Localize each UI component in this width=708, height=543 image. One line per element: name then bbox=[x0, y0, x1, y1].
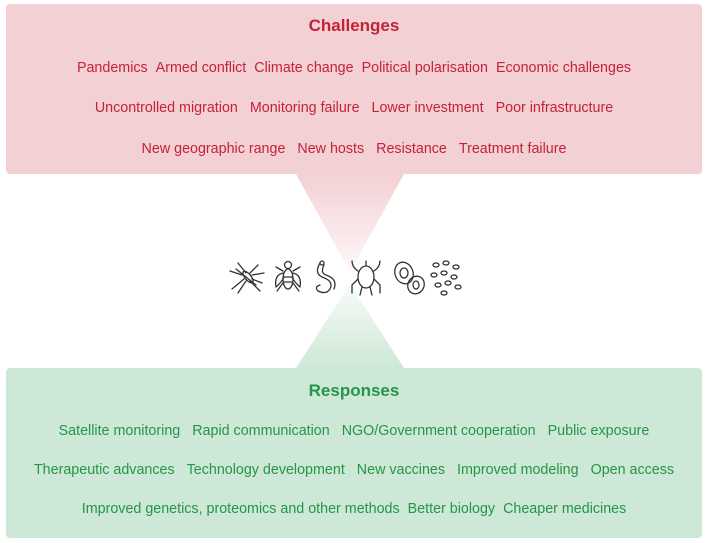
responses-row-3: Improved genetics, proteomics and other … bbox=[6, 501, 702, 517]
response-item: Improved modeling bbox=[457, 462, 579, 478]
challenge-item: Pandemics bbox=[76, 60, 148, 76]
challenges-row-2: Uncontrolled migration Monitoring failur… bbox=[6, 100, 702, 116]
challenge-item: Armed conflict bbox=[155, 60, 247, 76]
challenge-item: Poor infrastructure bbox=[495, 100, 614, 116]
responses-row-1: Satellite monitoring Rapid communication… bbox=[6, 423, 702, 439]
pathogen-icons bbox=[229, 260, 462, 296]
fly-icon bbox=[275, 260, 301, 292]
mosquito-icon bbox=[229, 262, 265, 294]
challenges-panel: Challenges Pandemics Armed conflict Clim… bbox=[6, 4, 702, 174]
response-item: Public exposure bbox=[547, 423, 650, 439]
response-item: Technology development bbox=[186, 462, 345, 478]
tick-icon bbox=[351, 260, 381, 296]
responses-panel: Responses Satellite monitoring Rapid com… bbox=[6, 368, 702, 538]
challenge-item: Uncontrolled migration bbox=[94, 100, 238, 116]
response-item: Satellite monitoring bbox=[58, 423, 181, 439]
bacteria-icon bbox=[430, 260, 462, 296]
challenge-item: New hosts bbox=[297, 141, 365, 157]
response-item: Rapid communication bbox=[192, 423, 330, 439]
challenges-funnel bbox=[296, 174, 404, 272]
challenges-row-3: New geographic range New hosts Resistanc… bbox=[6, 141, 702, 157]
response-item: Cheaper medicines bbox=[503, 501, 627, 517]
responses-title: Responses bbox=[308, 381, 400, 400]
challenge-item: Monitoring failure bbox=[249, 100, 360, 116]
challenge-item: New geographic range bbox=[141, 141, 286, 157]
challenge-item: Resistance bbox=[376, 141, 447, 157]
challenges-row-1: Pandemics Armed conflict Climate change … bbox=[6, 60, 702, 76]
protozoa-icon bbox=[394, 261, 425, 295]
challenges-title: Challenges bbox=[308, 16, 400, 35]
challenge-item: Economic challenges bbox=[495, 60, 632, 76]
response-item: Better biology bbox=[407, 501, 496, 517]
challenge-item: Political polarisation bbox=[361, 60, 488, 76]
response-item: NGO/Government cooperation bbox=[341, 423, 536, 439]
challenge-item: Lower investment bbox=[371, 100, 484, 116]
challenge-item: Climate change bbox=[254, 60, 354, 76]
challenge-item: Treatment failure bbox=[458, 141, 567, 157]
worm-icon bbox=[315, 260, 336, 294]
response-item: New vaccines bbox=[356, 462, 445, 478]
responses-funnel bbox=[296, 284, 404, 368]
response-item: Open access bbox=[590, 462, 675, 478]
responses-row-2: Therapeutic advances Technology developm… bbox=[6, 462, 702, 478]
response-item: Therapeutic advances bbox=[33, 462, 175, 478]
response-item: Improved genetics, proteomics and other … bbox=[81, 501, 400, 517]
